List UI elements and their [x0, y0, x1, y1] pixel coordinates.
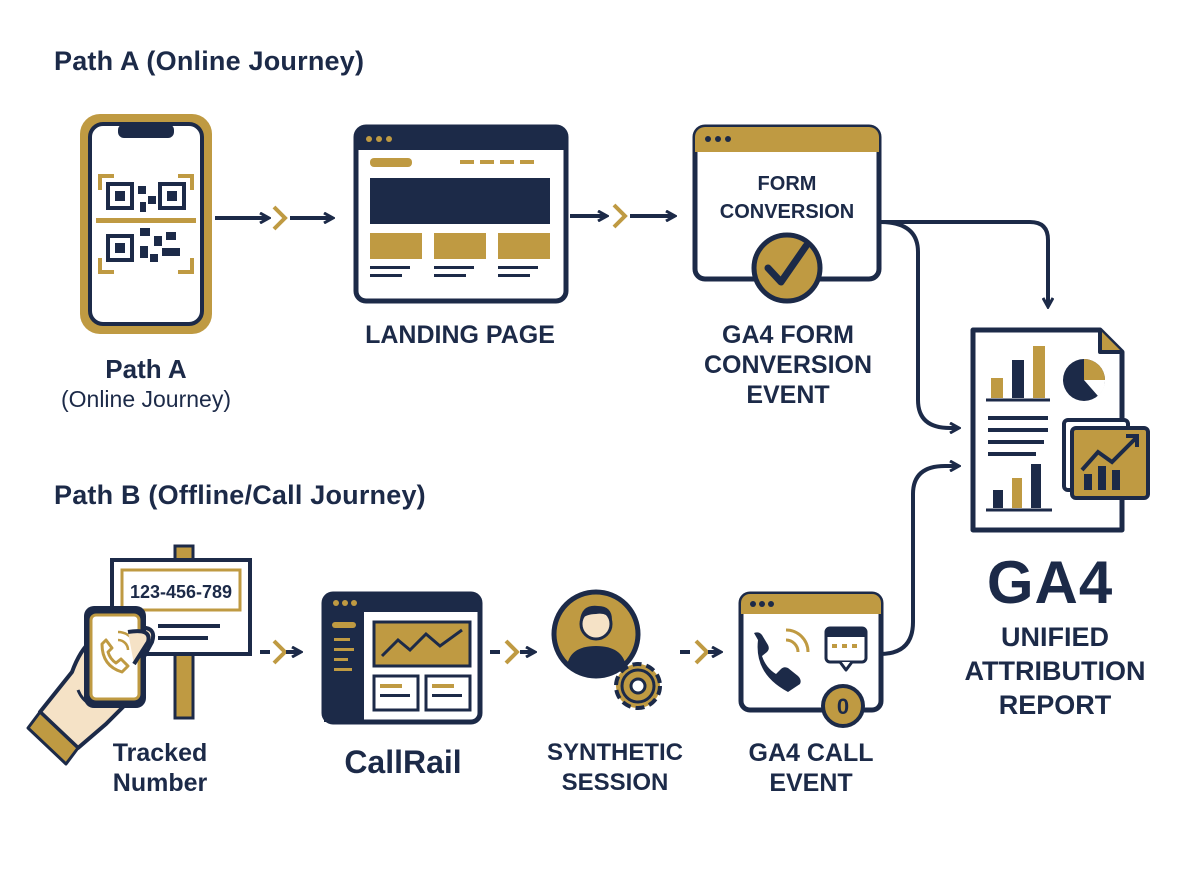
flow-arrow-icon — [880, 220, 1048, 306]
landing-page-caption: LANDING PAGE — [365, 321, 555, 349]
report-document-icon — [970, 327, 1150, 533]
phone-caption: Path A (Online Journey) — [36, 354, 256, 414]
path-a-heading: Path A (Online Journey) — [54, 46, 364, 77]
hand-holding-phone-icon — [26, 606, 156, 766]
flow-arrow-icon — [680, 639, 720, 665]
tracked-line2: Number — [112, 769, 208, 797]
tracked-number-caption: Tracked Number — [80, 738, 240, 798]
gear-icon — [614, 662, 662, 710]
phone-caption-line1: Path A — [105, 354, 187, 384]
tracked-phone-number: 123-456-789 — [130, 582, 232, 602]
call-event-line1: GA4 CALL — [748, 739, 874, 767]
billboard-sign-icon — [110, 544, 252, 720]
form-conversion-box-label: FORM CONVERSION — [700, 170, 874, 226]
synthetic-line2: SESSION — [561, 769, 669, 796]
call-count-badge — [821, 684, 865, 728]
call-count-badge-value: 0 — [837, 694, 849, 719]
form-event-caption: GA4 FORM CONVERSION EVENT — [678, 320, 898, 410]
line-chart-icon — [1062, 418, 1150, 500]
tracked-line1: Tracked — [112, 739, 208, 767]
flow-arrow-icon — [215, 205, 332, 231]
bar-chart-icon — [986, 346, 1050, 402]
qr-code-icon — [96, 174, 196, 274]
path-b-heading-thin: (Offline/Call Journey) — [148, 480, 426, 510]
flow-arrow-icon — [570, 203, 674, 229]
calendar-bubble-icon — [824, 626, 868, 672]
call-event-caption: GA4 CALL EVENT — [726, 738, 896, 798]
browser-window-icon — [692, 124, 882, 282]
path-a-heading-thin: (Online Journey) — [146, 46, 365, 76]
form-box-line1: FORM — [757, 173, 817, 195]
path-a-heading-bold: Path A — [54, 46, 139, 76]
pie-chart-icon — [1063, 359, 1106, 401]
path-b-heading-bold: Path B — [54, 480, 141, 510]
form-event-line2: CONVERSION — [703, 351, 873, 379]
synthetic-session-caption: SYNTHETIC SESSION — [520, 738, 710, 798]
form-event-line3: EVENT — [746, 381, 830, 409]
phone-handset-icon — [754, 628, 810, 692]
flow-arrow-icon — [260, 639, 300, 665]
callrail-caption: CallRail — [344, 744, 462, 780]
call-event-line2: EVENT — [769, 769, 853, 797]
report-line1: UNIFIED — [1001, 622, 1109, 652]
synthetic-line1: SYNTHETIC — [546, 739, 683, 766]
dashboard-window-icon — [321, 591, 483, 725]
form-box-line2: CONVERSION — [719, 201, 855, 223]
phone-caption-line2: (Online Journey) — [60, 386, 232, 412]
flow-arrow-icon — [879, 466, 958, 656]
flow-arrow-icon — [879, 220, 958, 428]
smartphone-icon — [80, 114, 212, 334]
report-title: GA4 — [986, 549, 1114, 616]
flow-arrow-icon — [490, 639, 534, 665]
path-b-heading: Path B (Offline/Call Journey) — [54, 480, 426, 511]
report-line2: ATTRIBUTION — [964, 656, 1146, 686]
checkmark-icon — [751, 232, 823, 304]
report-line3: REPORT — [998, 690, 1112, 720]
report-caption: UNIFIED ATTRIBUTION REPORT — [940, 620, 1170, 722]
browser-window-icon — [353, 124, 569, 304]
form-event-line1: GA4 FORM — [722, 321, 854, 349]
user-avatar-icon — [551, 589, 641, 679]
